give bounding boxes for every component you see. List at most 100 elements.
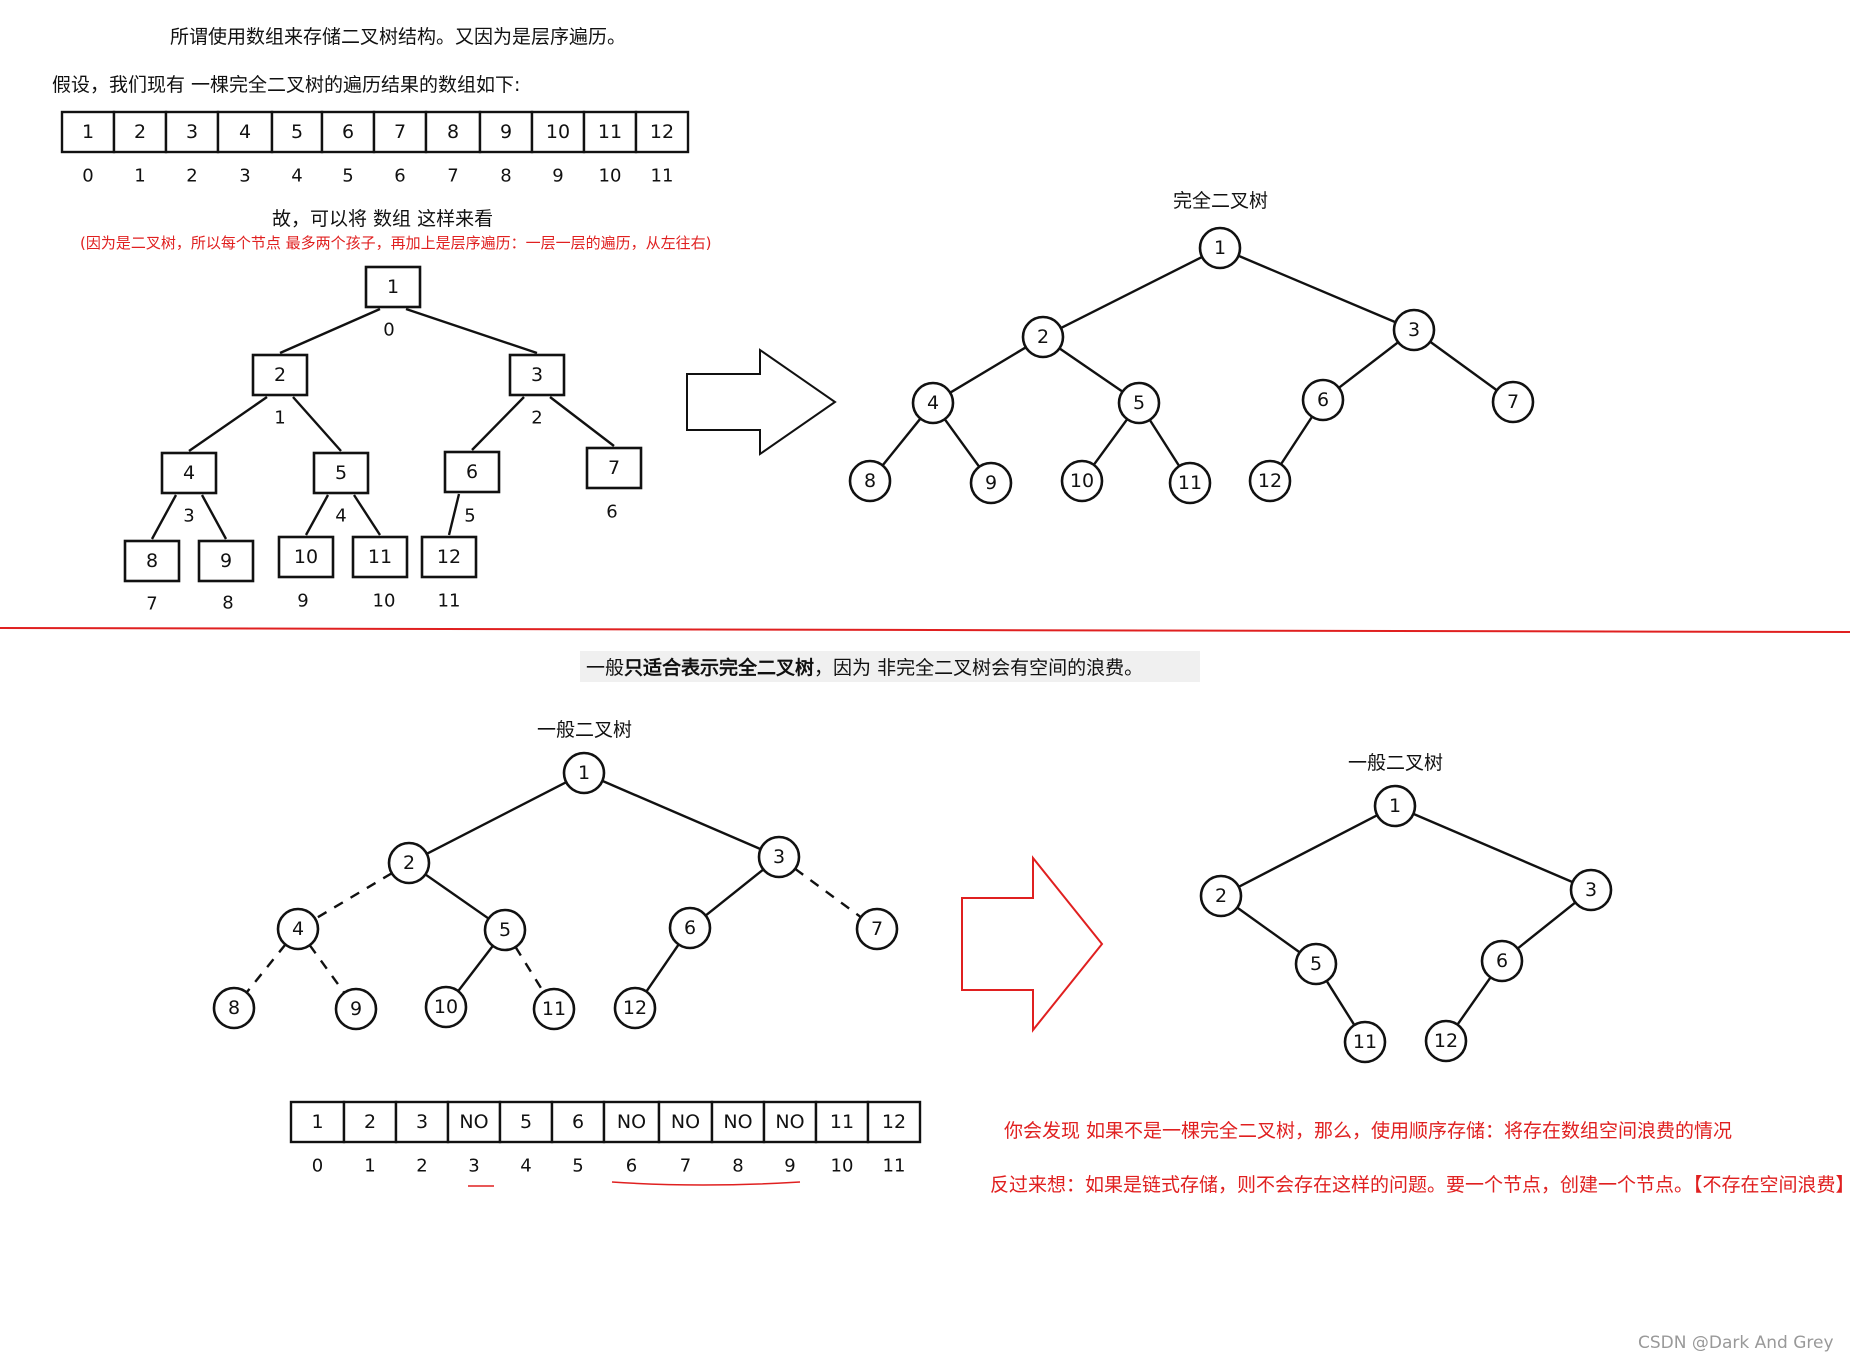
box-node-index: 0 [383,320,394,341]
box-node [420,535,478,579]
top-array-value: 6 [342,121,354,143]
general-tree-left-node [212,986,256,1030]
bottom-array-index: 4 [520,1156,531,1177]
box-node-index: 5 [464,506,475,527]
general-tree-left-node [613,986,657,1030]
general-tree-left-node-label: 2 [403,852,415,874]
general-tree-left-node-label: 5 [499,919,511,941]
divider-note: 一般只适合表示完全二叉树，因为 非完全二叉树会有空间的浪费。 [580,651,1200,682]
tree-edge [292,396,342,452]
watermark: CSDN @Dark And Grey [1638,1333,1834,1353]
complete-tree-node [1198,226,1242,270]
tree-edge [424,873,490,920]
complete-tree-node [1392,308,1436,352]
general-tree-left-node [424,985,468,1029]
box-node-value: 12 [437,546,461,568]
box-node-index: 4 [335,506,346,527]
top-array-cell [372,110,428,154]
box-node-index: 11 [438,591,461,612]
top-array-index: 1 [134,166,145,187]
bottom-array-value: 1 [311,1111,323,1133]
top-array-value: 11 [598,121,622,143]
top-array-cell [424,110,482,154]
arrow-right-icon [961,855,1104,1033]
arrow-right-icon [686,348,837,456]
top-array-value: 7 [394,121,406,143]
box-node-index: 8 [222,593,233,614]
bottom-array-value: 6 [572,1111,584,1133]
complete-tree-node [1301,378,1345,422]
complete-tree-node-label: 4 [927,392,939,414]
top-array-index: 3 [239,166,250,187]
general-tree-left-node-label: 4 [292,918,304,940]
top-array-value: 12 [650,121,674,143]
box-node [585,446,643,490]
bottom-array-cell [814,1100,870,1144]
general-tree-left-node [532,987,576,1031]
tree-edge [279,307,381,355]
tree-edge [514,946,545,993]
box-node-value: 4 [183,462,195,484]
top-array-value: 9 [500,121,512,143]
header-line-1: 所谓使用数组来存储二叉树结构。又因为是层序遍历。 [170,26,627,48]
general-tree-right-node-label: 12 [1434,1030,1458,1052]
top-array-cell [634,110,690,154]
top-array-index: 2 [186,166,197,187]
underline-mark [611,1181,801,1186]
bottom-array-index: 0 [312,1156,323,1177]
tree-edge [150,494,178,540]
bottom-array-index: 9 [784,1156,795,1177]
general-tree-right-node-label: 1 [1389,795,1401,817]
box-node-value: 7 [608,457,620,479]
box-node-index: 1 [274,408,285,429]
bottom-array-cell [342,1100,398,1144]
tree-edge [1238,814,1378,888]
general-tree-left-node [562,751,606,795]
bottom-array-cell [657,1100,714,1144]
bottom-array-cell [602,1100,661,1144]
top-array-value: 5 [291,121,303,143]
complete-tree-node [1117,381,1161,425]
top-array-value: 1 [82,121,94,143]
box-node-index: 2 [531,408,542,429]
top-array-index: 4 [291,166,302,187]
top-array-index: 7 [447,166,458,187]
tree-edge [549,396,615,447]
top-array-cell [320,110,376,154]
tree-edge [304,494,330,536]
tree-edge [405,307,538,355]
complete-tree-node-label: 12 [1258,470,1282,492]
top-array-index: 5 [342,166,353,187]
tree-edge [471,396,525,451]
tree-edge [200,494,228,540]
tree-edge [1325,980,1356,1026]
general-tree-left-node-label: 1 [578,762,590,784]
top-array-cell [582,110,638,154]
bottom-array-cell [289,1100,346,1144]
general-tree-left-node-label: 8 [228,997,240,1019]
general-tree-left-node-label: 11 [542,998,566,1020]
top-array-value: 8 [447,121,459,143]
general-tree-left-node-label: 3 [773,846,785,868]
tree-edge [1058,347,1124,393]
top-array-value: 3 [186,121,198,143]
general-tree-right-node [1373,784,1417,828]
top-array-value: 10 [546,121,570,143]
box-node [160,451,218,495]
complete-tree-node [1021,315,1065,359]
bottom-array-value: 12 [882,1111,906,1133]
complete-tree-node-label: 9 [985,472,997,494]
bottom-array-value: 11 [830,1111,854,1133]
bottom-array-cell [762,1100,818,1144]
view-note: (因为是二叉树，所以每个节点 最多两个孩子，再加上是层序遍历：一层一层的遍历，从… [80,234,712,252]
bottom-array-index: 2 [416,1156,427,1177]
general-tree-left-node [387,841,431,885]
tree-edge [1338,341,1399,389]
bottom-array-value: NO [617,1111,646,1133]
general-tree-right-title: 一般二叉树 [1348,752,1444,774]
tree-edge [1148,419,1181,467]
top-array-value: 2 [134,121,146,143]
general-tree-left-node [483,908,527,952]
general-tree-right-node [1199,874,1243,918]
tree-edge [949,346,1027,394]
